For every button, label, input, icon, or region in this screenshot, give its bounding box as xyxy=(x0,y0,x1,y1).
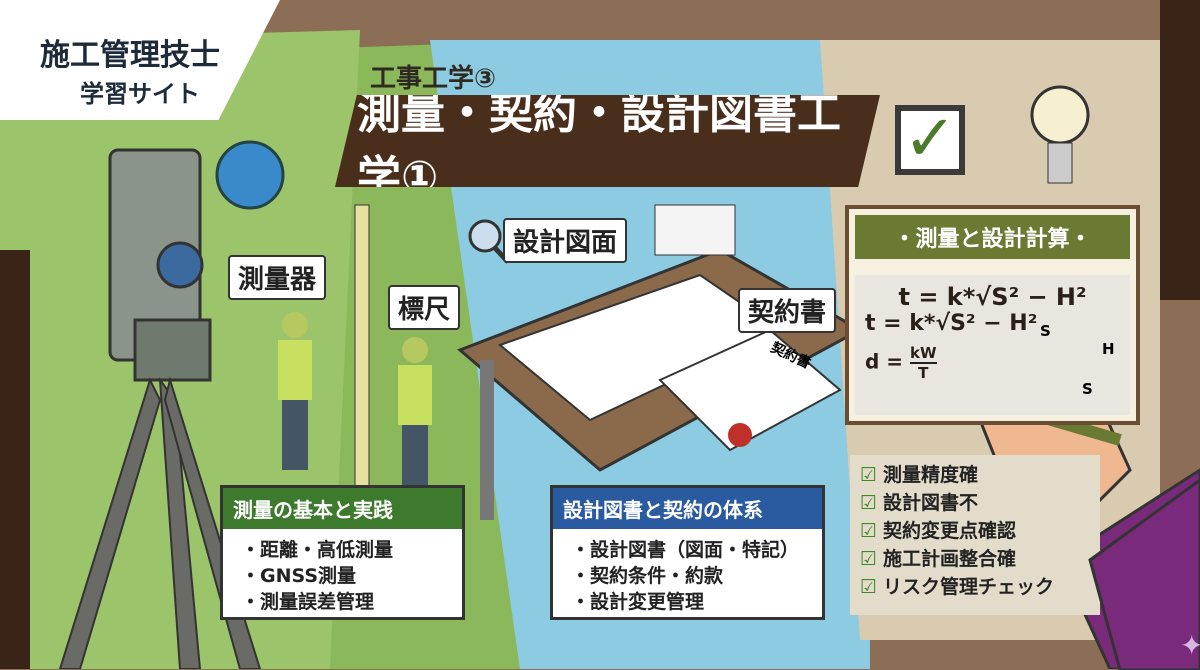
sleeve-illustration: ✦ xyxy=(1088,478,1200,670)
label-design-drawing: 設計図面 xyxy=(503,218,628,263)
triangle-label-s2: S xyxy=(1082,380,1093,398)
svg-text:✦: ✦ xyxy=(1180,629,1200,662)
formula-3-numerator: kW xyxy=(910,344,937,364)
logo-line1: 施工管理技士 xyxy=(40,38,220,73)
checkmark-icon: ✓ xyxy=(895,105,965,175)
check-icon: ☑ xyxy=(860,548,878,570)
magnifier-icon xyxy=(468,219,502,253)
list-item: ・契約条件・約款 xyxy=(571,565,724,587)
check-icon: ☑ xyxy=(860,520,878,542)
list-item: ・GNSS測量 xyxy=(241,565,357,587)
logo-line2: 学習サイト xyxy=(80,80,200,108)
checklist-item: ☑契約変更点確認 xyxy=(860,520,1017,542)
checklist-item: ☑リスク管理チェック xyxy=(860,576,1055,598)
check-icon: ☑ xyxy=(860,492,878,514)
formula-2: t = k*√S² − H² xyxy=(865,311,1038,336)
worker-illustration xyxy=(278,204,432,496)
list-item: ・設計変更管理 xyxy=(571,591,705,613)
label-contract: 契約書 xyxy=(738,288,837,333)
checklist-item: ☑設計図書不 xyxy=(860,492,979,514)
page-subtitle: 工事工学③ xyxy=(370,64,497,94)
globe-icon xyxy=(215,140,285,210)
formula-1: t = k*√S² − H² xyxy=(898,283,1087,311)
formula-panel-title: ・測量と設計計算・ xyxy=(855,215,1130,259)
checklist-item: ☑施工計画整合確 xyxy=(860,548,1017,570)
formula-3-denominator: T xyxy=(918,364,929,382)
lightbulb-icon xyxy=(1030,85,1090,184)
label-staff: 標尺 xyxy=(388,285,461,330)
page-title: 測量・契約・設計図書工学① xyxy=(335,95,880,187)
site-logo[interactable]: 施工管理技士 学習サイト xyxy=(0,0,280,120)
list-item: ・距離・高低測量 xyxy=(241,539,394,561)
list-item: ・設計図書（図面・特記） xyxy=(571,539,800,561)
formula-3-left: d = xyxy=(865,349,904,374)
check-icon: ☑ xyxy=(860,576,878,598)
triangle-label-s: S xyxy=(1040,322,1051,340)
triangle-label-h: H xyxy=(1102,340,1115,358)
label-surveying-instrument: 測量器 xyxy=(228,255,327,300)
design-contract-title: 設計図書と契約の体系 xyxy=(553,488,822,529)
design-contract-box: 設計図書と契約の体系 ・設計図書（図面・特記） ・契約条件・約款・設計変更管理 xyxy=(550,485,825,620)
checklist: ☑測量精度確 ☑設計図書不 ☑契約変更点確認 ☑施工計画整合確 ☑リスク管理チェ… xyxy=(850,455,1100,615)
list-item: ・測量誤差管理 xyxy=(241,591,375,613)
checklist-item: ☑測量精度確 xyxy=(860,464,979,486)
check-icon: ☑ xyxy=(860,464,878,486)
survey-basics-title: 測量の基本と実践 xyxy=(223,488,462,529)
survey-basics-box: 測量の基本と実践 ・距離・高低測量・GNSS測量・測量誤差管理 xyxy=(220,485,465,620)
formula-panel: ・測量と設計計算・ t = k*√S² − H² t = k*√S² − H² … xyxy=(845,205,1140,425)
